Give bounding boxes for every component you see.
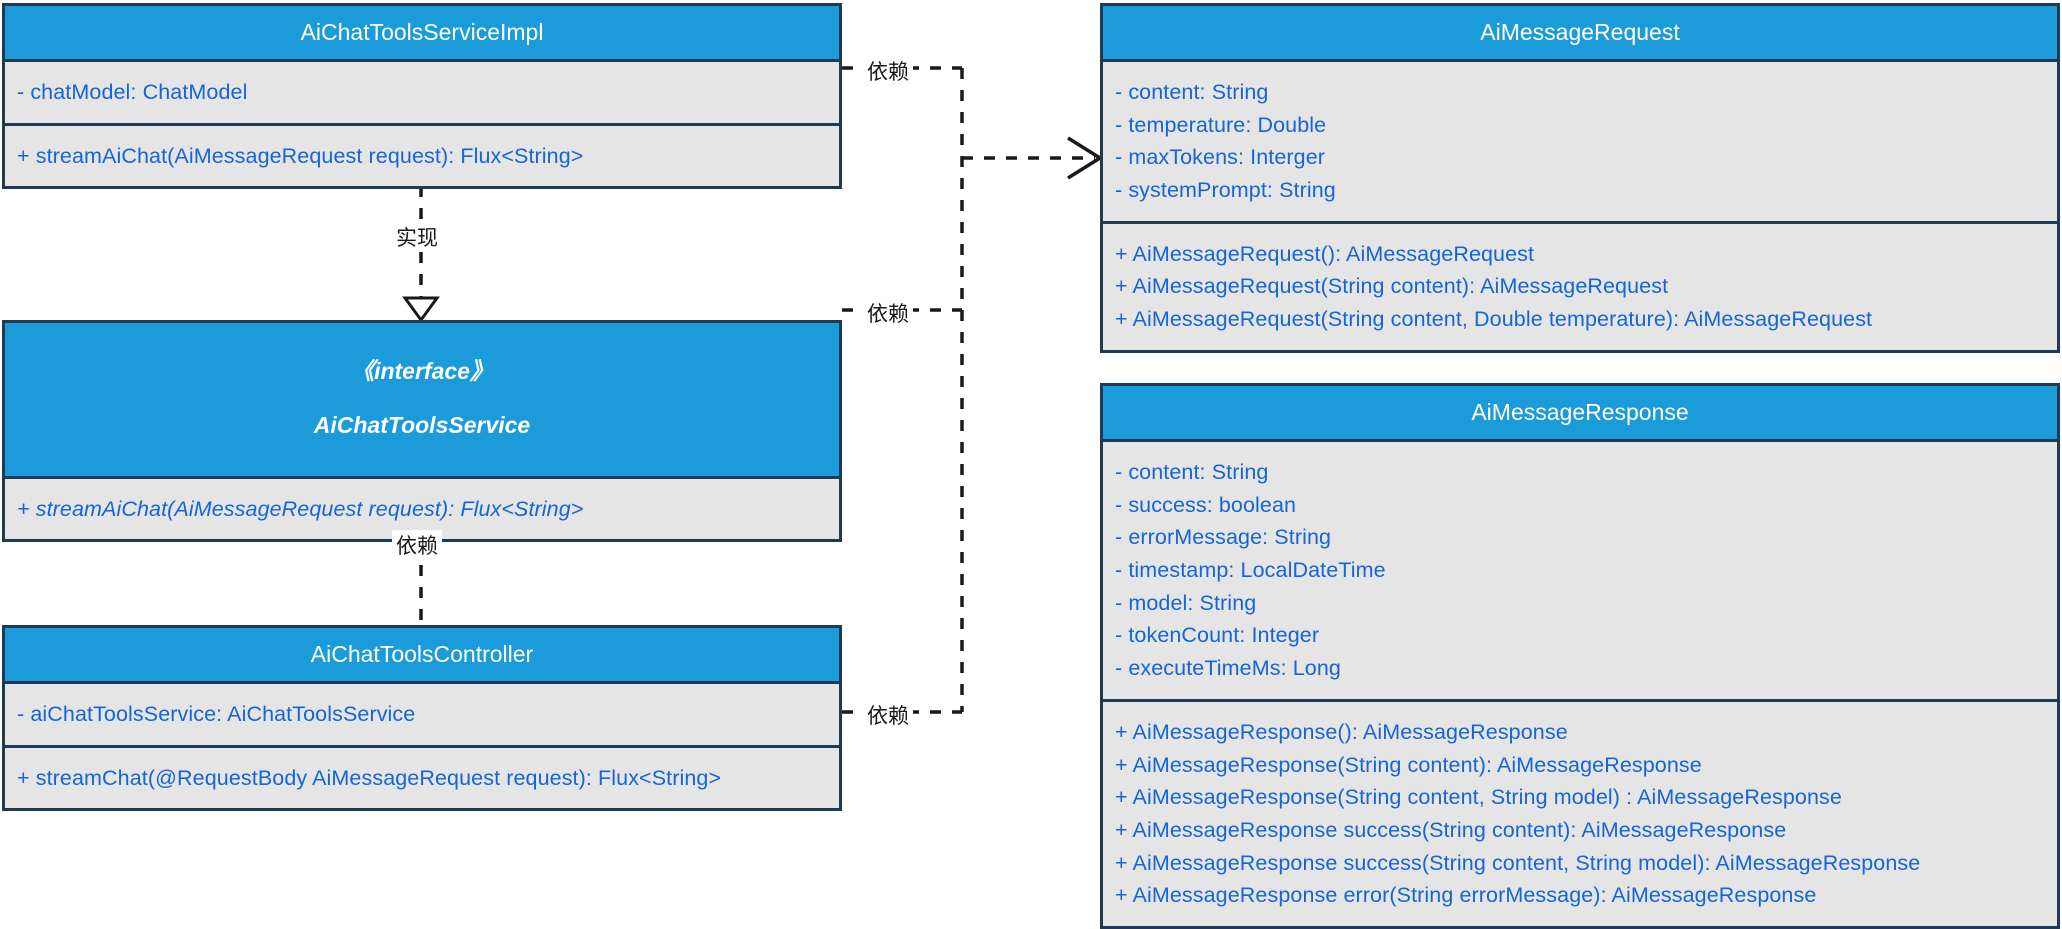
attribute-row: - model: String bbox=[1115, 590, 1257, 615]
edge-label-realization: 实现 bbox=[392, 222, 442, 252]
attribute-row: - maxTokens: Interger bbox=[1115, 145, 1326, 170]
operation-row: + streamChat(@RequestBody AiMessageReque… bbox=[17, 765, 722, 790]
attribute-row: - systemPrompt: String bbox=[1115, 178, 1336, 203]
interface-name-label: AiChatToolsService bbox=[313, 412, 531, 439]
request-arrowhead bbox=[1067, 136, 1104, 180]
attribute-row: - content: String bbox=[1115, 460, 1269, 485]
stereotype-label: 《interface》 bbox=[351, 358, 493, 385]
operation-row: + AiMessageRequest(String content, Doubl… bbox=[1115, 307, 1873, 332]
edge-label-controller-to-response: 依赖 bbox=[863, 700, 913, 730]
edge-label-controller-to-interface: 依赖 bbox=[392, 530, 442, 560]
operations-section-message-response: + AiMessageResponse(): AiMessageResponse… bbox=[1103, 698, 2057, 926]
edge-label-impl-to-request: 依赖 bbox=[863, 56, 913, 86]
attribute-row: - timestamp: LocalDateTime bbox=[1115, 558, 1386, 583]
class-title-ai-chat-tools-service-impl: AiChatToolsServiceImpl bbox=[5, 6, 839, 63]
operation-row: + streamAiChat(AiMessageRequest request)… bbox=[17, 143, 584, 168]
class-box-ai-message-response[interactable]: AiMessageResponse - content: String - su… bbox=[1100, 383, 2060, 929]
attributes-section-message-response: - content: String - success: boolean - e… bbox=[1103, 442, 2057, 699]
class-title-ai-message-request: AiMessageRequest bbox=[1103, 6, 2057, 63]
attribute-row: - chatModel: ChatModel bbox=[17, 80, 248, 105]
attributes-section-controller: - aiChatToolsService: AiChatToolsService bbox=[5, 684, 839, 745]
class-box-ai-message-request[interactable]: AiMessageRequest - content: String - tem… bbox=[1100, 3, 2060, 353]
attributes-section-message-request: - content: String - temperature: Double … bbox=[1103, 62, 2057, 221]
operations-section-message-request: + AiMessageRequest(): AiMessageRequest +… bbox=[1103, 220, 2057, 350]
edge-label-interface-dependency: 依赖 bbox=[863, 298, 913, 328]
class-box-ai-chat-tools-service[interactable]: 《interface》 AiChatToolsService + streamA… bbox=[2, 320, 842, 543]
operation-row: + streamAiChat(AiMessageRequest request)… bbox=[17, 496, 584, 521]
operation-row: + AiMessageResponse(): AiMessageResponse bbox=[1115, 719, 1568, 744]
class-box-ai-chat-tools-service-impl[interactable]: AiChatToolsServiceImpl - chatModel: Chat… bbox=[2, 3, 842, 190]
class-title-ai-message-response: AiMessageResponse bbox=[1103, 386, 2057, 443]
operations-section-controller: + streamChat(@RequestBody AiMessageReque… bbox=[5, 744, 839, 809]
class-title-ai-chat-tools-controller: AiChatToolsController bbox=[5, 628, 839, 685]
attribute-row: - content: String bbox=[1115, 80, 1269, 105]
attribute-row: - executeTimeMs: Long bbox=[1115, 656, 1341, 681]
attribute-row: - errorMessage: String bbox=[1115, 525, 1332, 550]
operation-row: + AiMessageResponse error(String errorMe… bbox=[1115, 883, 1817, 908]
attributes-section-service-impl: - chatModel: ChatModel bbox=[5, 62, 839, 123]
realization-arrowhead bbox=[402, 296, 440, 323]
operation-row: + AiMessageRequest(): AiMessageRequest bbox=[1115, 241, 1535, 266]
attribute-row: - tokenCount: Integer bbox=[1115, 623, 1320, 648]
class-box-ai-chat-tools-controller[interactable]: AiChatToolsController - aiChatToolsServi… bbox=[2, 625, 842, 812]
operation-row: + AiMessageResponse success(String conte… bbox=[1115, 850, 1921, 875]
operation-row: + AiMessageResponse(String content): AiM… bbox=[1115, 752, 1702, 777]
attribute-row: - success: boolean bbox=[1115, 492, 1297, 517]
operation-row: + AiMessageRequest(String content): AiMe… bbox=[1115, 274, 1669, 299]
operations-section-service-impl: + streamAiChat(AiMessageRequest request)… bbox=[5, 122, 839, 187]
class-title-ai-chat-tools-service: 《interface》 AiChatToolsService bbox=[5, 323, 839, 479]
operation-row: + AiMessageResponse success(String conte… bbox=[1115, 817, 1787, 842]
attribute-row: - temperature: Double bbox=[1115, 112, 1327, 137]
attribute-row: - aiChatToolsService: AiChatToolsService bbox=[17, 702, 416, 727]
operation-row: + AiMessageResponse(String content, Stri… bbox=[1115, 785, 1842, 810]
diagram-canvas: 实现 依赖 依赖 依赖 依赖 AiChatToolsServiceImpl - … bbox=[2, 3, 2060, 929]
